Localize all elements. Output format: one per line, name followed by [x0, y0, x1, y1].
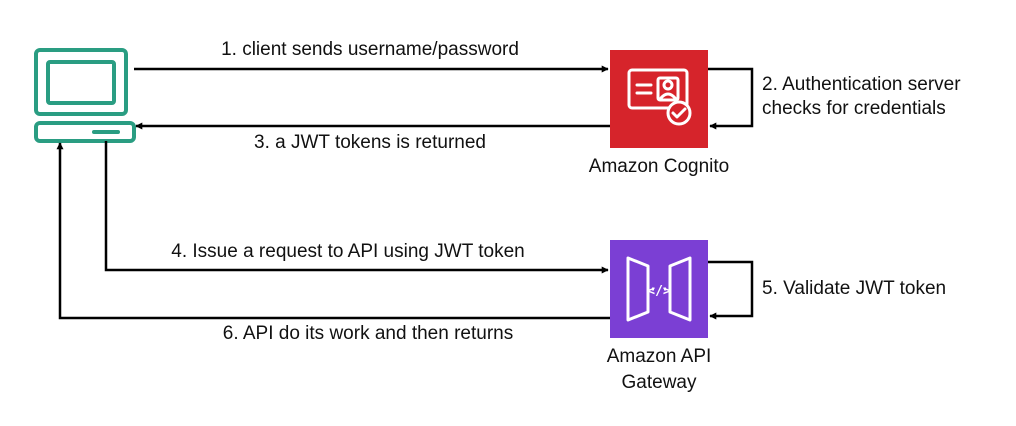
step-1-label: 1. client sends username/password [221, 39, 519, 60]
svg-text:</>: </> [647, 284, 671, 299]
cognito-credential-icon [610, 50, 708, 148]
step-2-label-line2: checks for credentials [762, 98, 946, 119]
arrow-step-2 [708, 67, 754, 130]
api-gateway-label-line2: Gateway [622, 372, 697, 393]
arrow-step-4 [104, 141, 609, 274]
laptop-icon [34, 48, 136, 143]
arrow-step-5 [708, 260, 754, 320]
api-gateway-label-line1: Amazon API [607, 346, 712, 367]
step-2-label-line1: 2. Authentication server [762, 74, 961, 95]
step-5-label: 5. Validate JWT token [762, 278, 946, 299]
cognito-label: Amazon Cognito [589, 156, 729, 177]
api-gateway-icon: </> [610, 240, 708, 338]
step-4-label: 4. Issue a request to API using JWT toke… [171, 241, 524, 262]
step-3-label: 3. a JWT tokens is returned [254, 132, 486, 153]
arrow-step-6 [56, 142, 610, 320]
step-6-label: 6. API do its work and then returns [223, 323, 513, 344]
